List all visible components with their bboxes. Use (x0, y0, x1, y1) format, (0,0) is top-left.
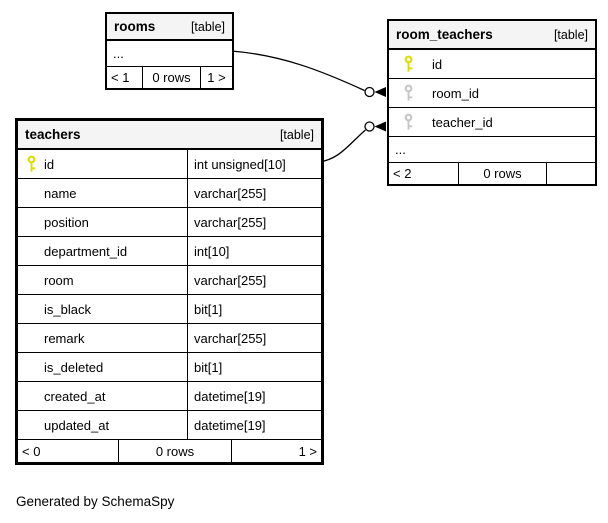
table-room-teachers-collapsed-columns: ... (389, 136, 595, 162)
column-name: teacher_id (432, 114, 493, 130)
table-teachers-name[interactable]: teachers (25, 127, 81, 142)
table-row: id (389, 50, 595, 78)
column-type: bit[1] (194, 359, 223, 375)
column-name: is_deleted (44, 359, 104, 375)
column-name: id (44, 156, 55, 172)
column-name: is_black (44, 301, 91, 317)
pagination-prev[interactable]: < 1 (111, 70, 130, 85)
column-type: int[10] (194, 243, 230, 259)
column-name: name (44, 185, 77, 201)
foreign-key-icon (403, 84, 414, 102)
pagination-next[interactable]: 1 > (200, 67, 232, 88)
table-teachers-tag: [table] (279, 127, 314, 142)
column-type: varchar[255] (194, 185, 267, 201)
table-row: position varchar[255] (18, 207, 321, 236)
table-rooms-name[interactable]: rooms (114, 19, 156, 34)
table-row: id int unsigned[10] (18, 150, 321, 178)
table-row: department_id int[10] (18, 236, 321, 265)
column-type: varchar[255] (194, 272, 267, 288)
table-row: room_id (389, 78, 595, 107)
table-row: name varchar[255] (18, 178, 321, 207)
table-row: is_black bit[1] (18, 294, 321, 323)
table-row: updated_at datetime[19] (18, 410, 321, 439)
column-type: bit[1] (194, 301, 223, 317)
table-rooms: rooms [table] ... < 1 0 rows 1 > (105, 12, 234, 90)
column-type: datetime[19] (194, 388, 266, 404)
foreign-key-icon (403, 113, 414, 131)
pagination-next[interactable]: 1 > (231, 440, 321, 462)
table-room-teachers-pagination: < 2 0 rows (389, 162, 595, 184)
table-teachers-pagination: < 0 0 rows 1 > (18, 439, 321, 462)
column-name: room (44, 272, 74, 288)
table-rooms-collapsed-columns: ... (113, 46, 124, 61)
pagination-prev[interactable]: < 2 (393, 166, 412, 181)
table-row: room varchar[255] (18, 265, 321, 294)
row-count: 0 rows (458, 163, 546, 184)
table-row: is_deleted bit[1] (18, 352, 321, 381)
column-name: department_id (44, 243, 128, 259)
table-room-teachers-tag: [table] (553, 27, 588, 42)
relationship-rooms-room_teachers (230, 50, 386, 98)
generator-caption: Generated by SchemaSpy (16, 494, 175, 509)
table-row: created_at datetime[19] (18, 381, 321, 410)
primary-key-icon (26, 155, 37, 173)
column-name: room_id (432, 85, 479, 101)
column-name: remark (44, 330, 85, 346)
table-rooms-tag: [table] (190, 19, 225, 34)
table-rooms-pagination: < 1 0 rows 1 > (107, 66, 232, 88)
table-row: remark varchar[255] (18, 323, 321, 352)
row-count: 0 rows (142, 67, 200, 88)
table-rooms-header: rooms [table] (107, 14, 232, 41)
column-name: created_at (44, 388, 106, 404)
column-type: varchar[255] (194, 214, 267, 230)
table-row: teacher_id (389, 107, 595, 136)
column-type: int unsigned[10] (194, 156, 286, 172)
table-teachers: teachers [table] id int unsigned[10] nam… (15, 118, 324, 465)
column-type: datetime[19] (194, 417, 266, 433)
table-room-teachers-header: room_teachers [table] (389, 21, 595, 50)
relationship-teachers-room_teachers (318, 121, 386, 163)
table-teachers-header: teachers [table] (18, 121, 321, 150)
column-name: id (432, 56, 443, 72)
table-room-teachers: room_teachers [table] id room_id teacher… (387, 19, 597, 186)
column-name: updated_at (44, 417, 110, 433)
primary-key-icon (403, 55, 414, 73)
column-name: position (44, 214, 89, 230)
table-room-teachers-name[interactable]: room_teachers (396, 27, 493, 42)
pagination-next (546, 163, 595, 184)
pagination-prev[interactable]: < 0 (22, 443, 41, 459)
column-type: varchar[255] (194, 330, 267, 346)
row-count: 0 rows (118, 440, 231, 462)
